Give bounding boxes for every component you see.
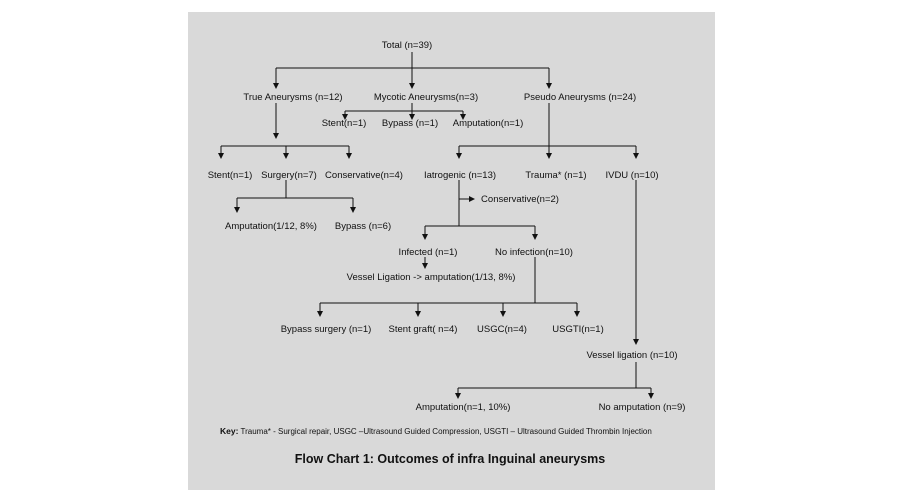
node-usgti: USGTI(n=1) bbox=[552, 324, 604, 335]
flowchart-caption: Flow Chart 1: Outcomes of infra Inguinal… bbox=[294, 452, 606, 466]
flowchart-key: Key: Trauma* - Surgical repair, USGC –Ul… bbox=[220, 426, 652, 436]
node-infected: Infected (n=1) bbox=[398, 247, 458, 258]
node-ivdu-vessel-ligation: Vessel ligation (n=10) bbox=[586, 350, 678, 361]
key-label: Key: bbox=[220, 426, 239, 436]
node-iatrogenic: Iatrogenic (n=13) bbox=[423, 170, 497, 181]
node-true-stent: Stent(n=1) bbox=[207, 170, 253, 181]
node-total: Total (n=39) bbox=[381, 40, 433, 51]
node-pseudo-aneurysms: Pseudo Aneurysms (n=24) bbox=[523, 92, 637, 103]
node-ivdu-amputation: Amputation(n=1, 10%) bbox=[415, 402, 511, 413]
node-iatrogenic-conservative: Conservative(n=2) bbox=[481, 194, 559, 205]
node-no-infection: No infection(n=10) bbox=[495, 247, 573, 258]
node-mycotic-stent: Stent(n=1) bbox=[321, 118, 367, 129]
node-bypass-surgery: Bypass surgery (n=1) bbox=[280, 324, 372, 335]
node-true-surgery: Surgery(n=7) bbox=[261, 170, 317, 181]
node-trauma: Trauma* (n=1) bbox=[525, 170, 587, 181]
node-vessel-ligation-amputation: Vessel Ligation -> amputation(1/13, 8%) bbox=[346, 272, 516, 283]
node-ivdu-no-amputation: No amputation (n=9) bbox=[598, 402, 686, 413]
node-mycotic-aneurysms: Mycotic Aneurysms(n=3) bbox=[373, 92, 479, 103]
key-text: Trauma* - Surgical repair, USGC –Ultraso… bbox=[240, 427, 652, 436]
node-true-conservative: Conservative(n=4) bbox=[325, 170, 403, 181]
node-surgery-amputation: Amputation(1/12, 8%) bbox=[225, 221, 317, 232]
node-true-aneurysms: True Aneurysms (n=12) bbox=[243, 92, 343, 103]
flowchart-panel bbox=[188, 12, 715, 490]
node-ivdu: IVDU (n=10) bbox=[605, 170, 659, 181]
node-mycotic-bypass: Bypass (n=1) bbox=[381, 118, 439, 129]
node-surgery-bypass: Bypass (n=6) bbox=[334, 221, 392, 232]
node-stent-graft: Stent graft( n=4) bbox=[388, 324, 458, 335]
node-usgc: USGC(n=4) bbox=[477, 324, 527, 335]
node-mycotic-amputation: Amputation(n=1) bbox=[452, 118, 524, 129]
